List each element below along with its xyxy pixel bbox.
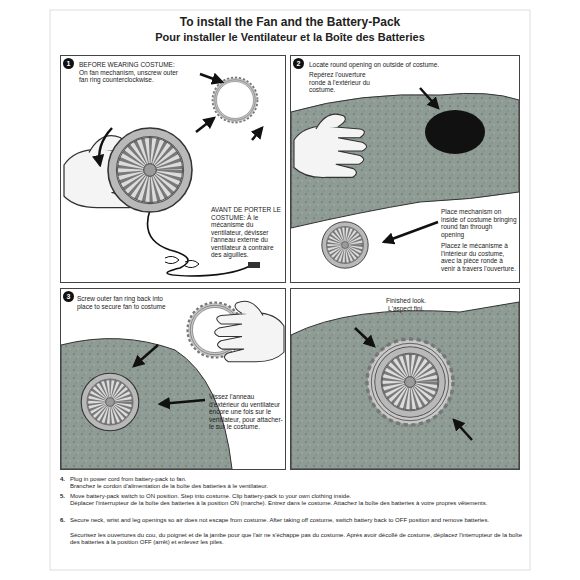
panel-text: Repérez l'ouverture ronde à l'extérieur …	[309, 71, 381, 94]
panel-text: Locate round opening on outside of costu…	[309, 61, 509, 69]
step-text: Déplacer l'interrupteur de la boîte des …	[70, 500, 525, 507]
panel-text: L'aspect fini.	[351, 305, 461, 313]
panel-text: BEFORE WEARING COSTUME: On fan mechanism…	[79, 61, 179, 84]
panel-text: Place mechanism on inside of costume bri…	[441, 208, 517, 238]
callout-number: 3	[63, 291, 74, 302]
panel-text: Finished look.	[351, 297, 461, 305]
sheet-subtitle: Pour installer le Ventilateur et la Boît…	[50, 31, 530, 43]
step-text: Sécurisez les ouvertures du cou, du poig…	[70, 532, 525, 546]
callout-number: 1	[63, 58, 74, 69]
instruction-panel: Screw outer fan ring back into place to …	[60, 288, 286, 470]
instruction-panel: Locate round opening on outside of costu…	[290, 55, 520, 283]
panel-text: Screw outer fan ring back into place to …	[77, 295, 172, 310]
step-text: 4.	[60, 476, 70, 483]
sheet-title: To install the Fan and the Battery-Pack	[50, 15, 530, 29]
instruction-panel: Finished look.L'aspect fini.	[290, 288, 520, 470]
step-text: 6.	[60, 517, 70, 524]
step-text: Move battery-pack switch to ON position.…	[70, 493, 525, 500]
panel-text: AVANT DE PORTER LE COSTUME: À le mécanis…	[211, 206, 283, 259]
panel-text: Vissez l'anneau d'extérieur du ventilate…	[209, 393, 283, 431]
panel-text: Placez le mécanisme à l'intérieur du cos…	[441, 242, 517, 272]
callout-number: 2	[293, 58, 304, 69]
instruction-panel: BEFORE WEARING COSTUME: On fan mechanism…	[60, 55, 286, 283]
step-text: Plug in power cord from battery-pack to …	[70, 476, 525, 483]
step-text: Branchez le cordon d'alimentation de la …	[70, 483, 525, 490]
step-text: Secure neck, wrist and leg openings so a…	[70, 517, 525, 524]
step-text: 5.	[60, 493, 70, 500]
